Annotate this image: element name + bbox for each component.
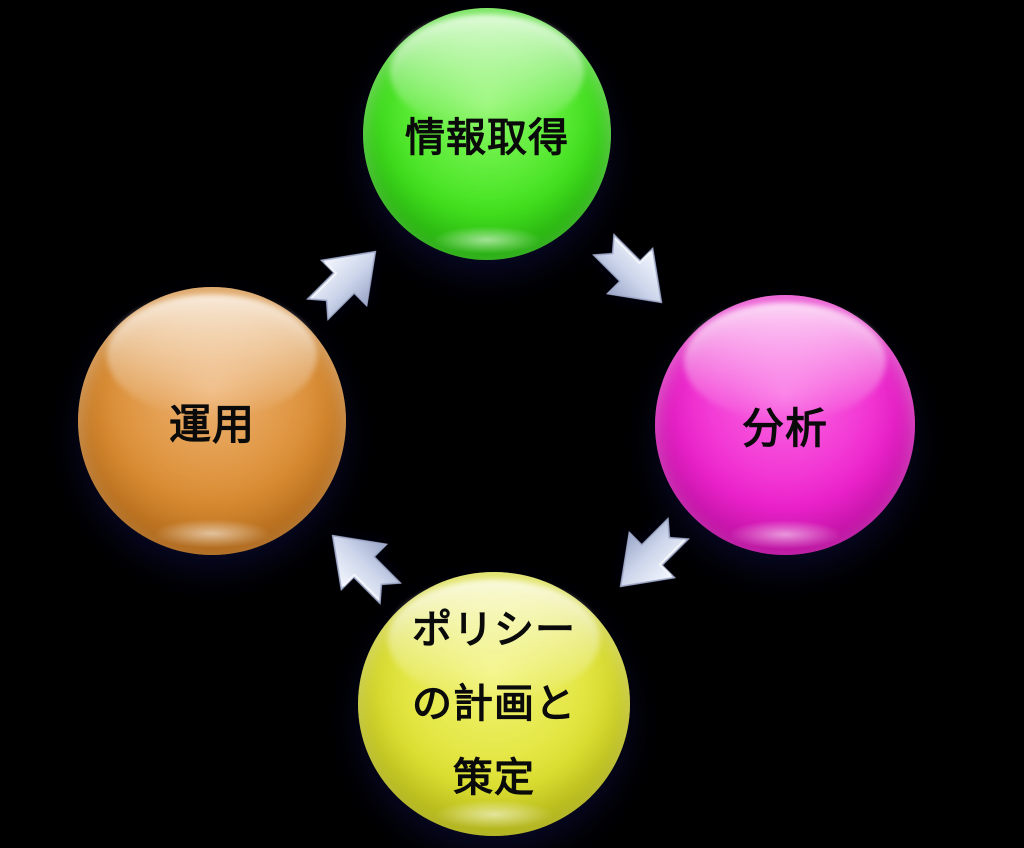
node-operation: 運用 <box>78 287 346 555</box>
node-information-acquisition: 情報取得 <box>363 8 611 260</box>
cycle-arrow-operation-to-acquisition-icon <box>305 250 377 322</box>
node-policy-planning: ポリシー の計画と 策定 <box>358 572 630 836</box>
node-label-information-acquisition: 情報取得 <box>405 116 569 160</box>
cycle-arrow-analysis-to-policy-icon <box>619 516 691 588</box>
node-label-analysis: 分析 <box>741 404 828 452</box>
cycle-arrow-acquisition-to-analysis-icon <box>591 232 663 304</box>
cycle-arrow-policy-to-operation-icon <box>331 534 403 606</box>
node-label-policy-planning: ポリシー の計画と 策定 <box>412 608 576 800</box>
node-label-operation: 運用 <box>168 400 255 448</box>
node-analysis: 分析 <box>655 295 915 555</box>
